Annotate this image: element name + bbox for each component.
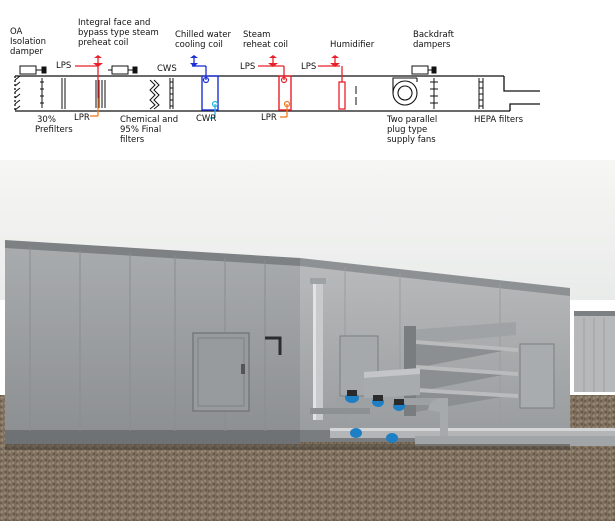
distant-building [574, 311, 615, 392]
chemical-final-filters [149, 78, 174, 110]
tag-cws: CWS [157, 64, 177, 74]
label-preheat-coil: Integral face and bypass type steam preh… [78, 18, 161, 48]
prefilter [61, 78, 66, 109]
face-bypass-damper [108, 65, 138, 75]
oa-louver [14, 75, 21, 111]
label-backdraft-dampers: Backdraft dampers [413, 30, 457, 50]
tag-lps-reheat: LPS [240, 62, 255, 72]
piping [310, 398, 615, 446]
chilled-water-coil [190, 55, 219, 119]
blue-control-valves [345, 390, 405, 443]
tag-cwr: CWR [196, 114, 216, 124]
oa-isolation-damper [19, 65, 47, 108]
label-prefilters: 30% Prefilters [35, 115, 73, 135]
ahu-schematic: OA Isolation damper Integral face and by… [10, 18, 540, 145]
control-valve-box [364, 368, 420, 398]
label-supply-fans: Two parallel plug type supply fans [386, 115, 440, 145]
ahu-casing-left [5, 240, 300, 444]
drain-pipe [265, 336, 282, 355]
unit-shadow [5, 444, 570, 450]
preheat-coil [95, 80, 106, 108]
label-chilled-water-coil: Chilled water cooling coil [175, 30, 234, 50]
steam-reheat-coil [258, 55, 292, 118]
label-oa-isolation: OA Isolation damper [10, 27, 49, 57]
hepa-filter [478, 78, 484, 109]
tag-lps-humidifier: LPS [301, 62, 316, 72]
humidifier [318, 55, 357, 110]
label-hepa-filters: HEPA filters [474, 115, 524, 125]
vent-stack [310, 278, 326, 420]
preheat-steam-valve [75, 55, 103, 117]
tag-lps-preheat: LPS [56, 61, 71, 71]
access-door-left [192, 332, 250, 412]
label-humidifier: Humidifier [330, 40, 375, 50]
tag-lpr-reheat: LPR [261, 113, 277, 123]
backdraft-dampers [411, 65, 438, 109]
label-reheat-coil: Steam reheat coil [243, 30, 288, 50]
access-door-far [519, 343, 555, 409]
tag-lpr-preheat: LPR [74, 113, 90, 123]
supply-fan [392, 77, 418, 106]
label-chemical-final-filters: Chemical and 95% Final filters [120, 115, 181, 145]
